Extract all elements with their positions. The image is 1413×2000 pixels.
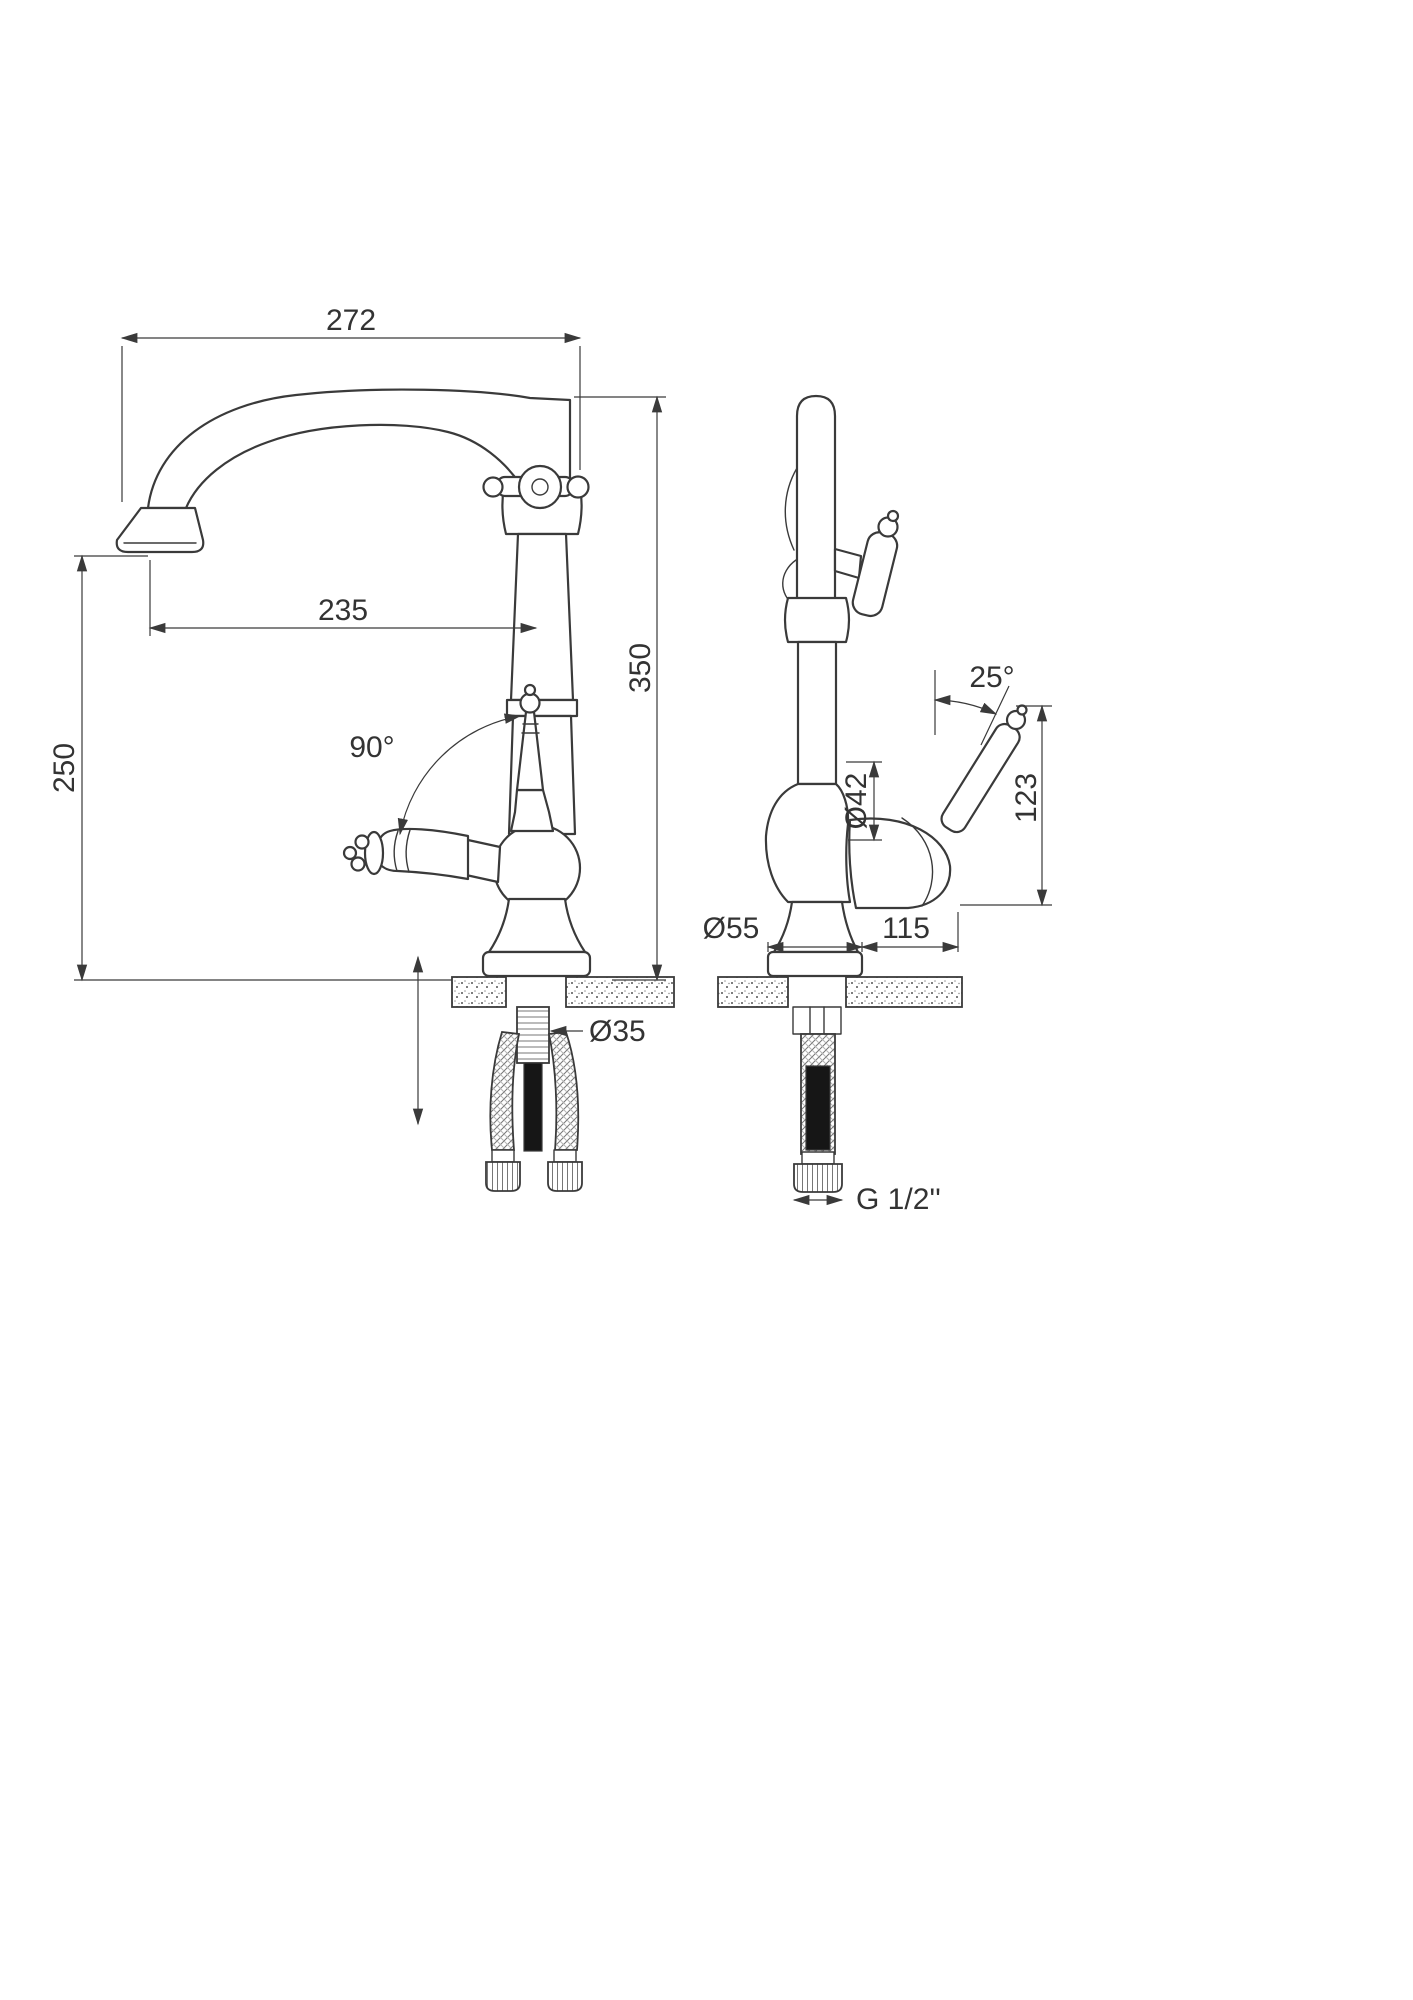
side-view: 25° 123 Ø42 Ø55 115 G 1/2'' bbox=[703, 394, 1052, 1216]
top-lever-ball-left bbox=[482, 476, 504, 498]
handle-neck-left bbox=[464, 838, 502, 884]
side-tube-lower bbox=[796, 640, 838, 786]
threaded-shank bbox=[516, 1006, 550, 1064]
supply-hose-right bbox=[547, 1031, 580, 1151]
side-supply bbox=[792, 1006, 843, 1193]
top-lever-boss-inner bbox=[531, 478, 549, 496]
side-body bbox=[764, 782, 852, 904]
base-flange bbox=[481, 950, 592, 978]
hose-ferrule-left bbox=[491, 1149, 515, 1163]
dim-body-diameter: Ø42 bbox=[840, 760, 882, 842]
handle-bead-1 bbox=[354, 834, 370, 850]
side-handle-finial bbox=[886, 509, 900, 523]
dim-spout-reach-label: 235 bbox=[318, 594, 368, 627]
front-counter-section bbox=[451, 976, 675, 1008]
front-view: 272 235 250 350 90° Ø35 bbox=[48, 304, 675, 1192]
side-collar bbox=[783, 596, 851, 644]
handle-grip-left bbox=[375, 827, 470, 881]
spout-outlet bbox=[115, 506, 205, 554]
side-counter-section bbox=[717, 976, 963, 1008]
dim-handle-rotation-label: 90° bbox=[349, 731, 394, 764]
dim-base-diameter: Ø55 bbox=[703, 912, 864, 953]
handle-finial-vertical bbox=[523, 683, 537, 697]
front-faucet bbox=[115, 388, 592, 978]
dim-spout-height-label: 250 bbox=[48, 743, 81, 793]
side-hex-facets bbox=[809, 1006, 825, 1035]
side-hose-nut bbox=[793, 1163, 843, 1193]
side-hose-ferrule bbox=[801, 1151, 835, 1165]
dim-overall-width-label: 272 bbox=[326, 304, 376, 337]
side-handle-housing bbox=[848, 817, 952, 910]
dim-overall-height-label: 350 bbox=[624, 643, 657, 693]
handle-bead-2 bbox=[350, 856, 366, 872]
side-faucet bbox=[764, 394, 1028, 978]
dim-depth-label: 115 bbox=[882, 912, 930, 945]
front-supply bbox=[485, 1006, 583, 1192]
dim-handle-rotation: 90° bbox=[349, 713, 522, 836]
supply-hose-left bbox=[489, 1031, 521, 1151]
side-handle-tilted-finial bbox=[1016, 704, 1028, 716]
counter-left bbox=[451, 976, 507, 1008]
dim-mounting-hole-label: Ø35 bbox=[589, 1015, 646, 1048]
dim-handle-tilt-label: 25° bbox=[969, 661, 1014, 694]
side-spout-curve-1 bbox=[784, 467, 798, 551]
hose-nut-left bbox=[485, 1161, 521, 1192]
dim-spout-height: 250 bbox=[48, 554, 452, 982]
hose-nut-right bbox=[547, 1161, 583, 1192]
riser-ring bbox=[505, 698, 579, 718]
side-hose-sleeve bbox=[805, 1065, 831, 1151]
side-handle-arm bbox=[833, 547, 863, 580]
riser-upper bbox=[509, 532, 575, 702]
dim-handle-tilt: 25° bbox=[933, 661, 1015, 746]
dim-overall-width: 272 bbox=[120, 304, 582, 502]
dim-thread-size-label: G 1/2'' bbox=[856, 1183, 941, 1216]
dim-body-diameter-label: Ø42 bbox=[840, 773, 873, 830]
top-lever-ball-right bbox=[566, 475, 590, 499]
handle-bead-3 bbox=[342, 845, 358, 861]
side-base-bell bbox=[772, 900, 860, 954]
side-counter-right bbox=[845, 976, 963, 1008]
counter-right bbox=[565, 976, 675, 1008]
dim-thread-size: G 1/2'' bbox=[792, 1183, 941, 1216]
dim-handle-length: 123 bbox=[960, 704, 1052, 907]
dim-handle-length-label: 123 bbox=[1010, 773, 1043, 823]
dim-mounting-hole: Ø35 bbox=[549, 1015, 646, 1048]
top-lever-boss bbox=[517, 464, 563, 510]
dim-spout-reach: 235 bbox=[148, 560, 538, 636]
side-base-flange bbox=[766, 950, 864, 978]
side-hex-nut bbox=[792, 1006, 842, 1035]
dim-depth: 115 bbox=[860, 912, 960, 953]
dim-base-diameter-label: Ø55 bbox=[703, 912, 760, 945]
handle-knob-vertical bbox=[519, 692, 541, 714]
side-handle-tilted-knob bbox=[1005, 709, 1027, 731]
dim-overall-height: 350 bbox=[574, 395, 666, 982]
mounting-stud bbox=[523, 1062, 543, 1152]
handle-rings-vertical bbox=[521, 723, 540, 734]
side-counter-left bbox=[717, 976, 789, 1008]
hose-ferrule-right bbox=[553, 1149, 577, 1163]
side-tube-top bbox=[795, 394, 837, 602]
base-bell bbox=[487, 897, 587, 954]
side-housing-arc bbox=[901, 817, 934, 907]
